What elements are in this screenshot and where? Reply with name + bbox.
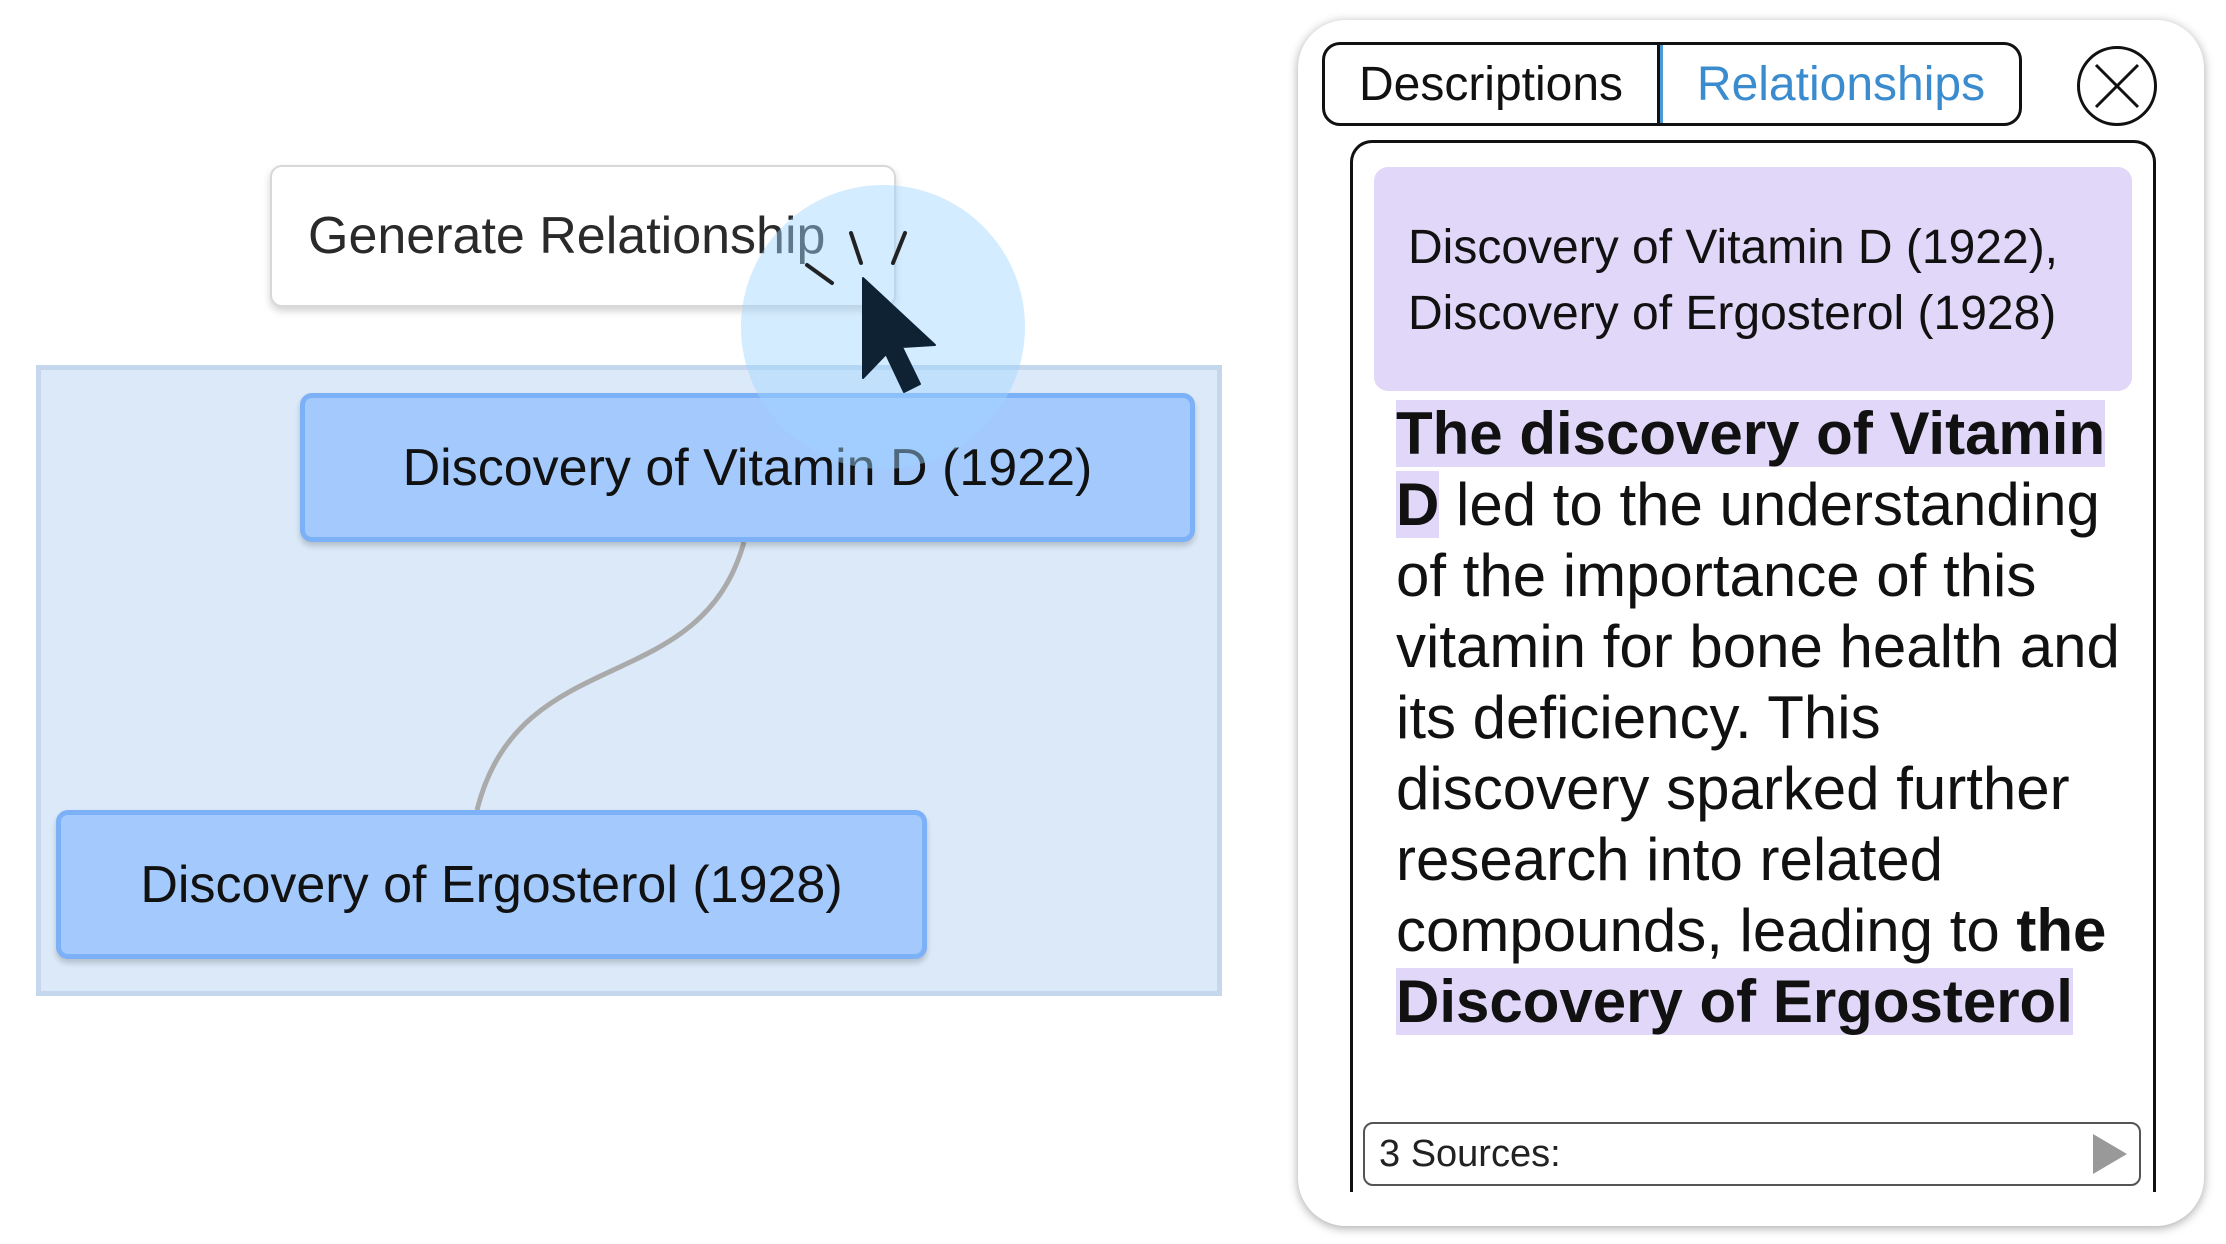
sources-label: 3 Sources: xyxy=(1379,1132,1561,1175)
header-line: Discovery of Ergosterol (1928) xyxy=(1408,287,2057,340)
play-icon[interactable] xyxy=(2093,1134,2127,1174)
tab-relationships[interactable]: Relationships xyxy=(1660,45,2019,123)
generate-relationship-label: Generate Relationship xyxy=(308,207,826,265)
node-label: Discovery of Vitamin D (1922) xyxy=(402,438,1093,497)
header-line: Discovery of Vitamin D (1922), xyxy=(1408,221,2059,274)
relationship-header: Discovery of Vitamin D (1922), Discovery… xyxy=(1374,167,2132,391)
close-icon xyxy=(2094,63,2140,109)
panel-tabs: Descriptions Relationships xyxy=(1322,42,2022,126)
tab-relationships-label: Relationships xyxy=(1696,57,1986,111)
node-label: Discovery of Ergosterol (1928) xyxy=(140,855,843,914)
tab-descriptions[interactable]: Descriptions xyxy=(1325,45,1660,123)
description-body: led to the understanding of the importan… xyxy=(1396,471,2120,964)
sources-bar[interactable]: 3 Sources: xyxy=(1363,1122,2141,1186)
tab-descriptions-label: Descriptions xyxy=(1358,57,1624,111)
highlight-target-node: Discovery of Ergosterol xyxy=(1396,968,2073,1035)
mouse-pointer-icon xyxy=(805,231,936,393)
close-button[interactable] xyxy=(2077,46,2157,126)
relationship-description: The discovery of Vitamin D led to the un… xyxy=(1396,398,2126,1037)
generate-relationship-button[interactable]: Generate Relationship xyxy=(270,165,896,307)
node-vitamin-d[interactable]: Discovery of Vitamin D (1922) xyxy=(300,393,1195,542)
description-bold: the xyxy=(2016,897,2107,964)
node-ergosterol[interactable]: Discovery of Ergosterol (1928) xyxy=(56,810,927,959)
